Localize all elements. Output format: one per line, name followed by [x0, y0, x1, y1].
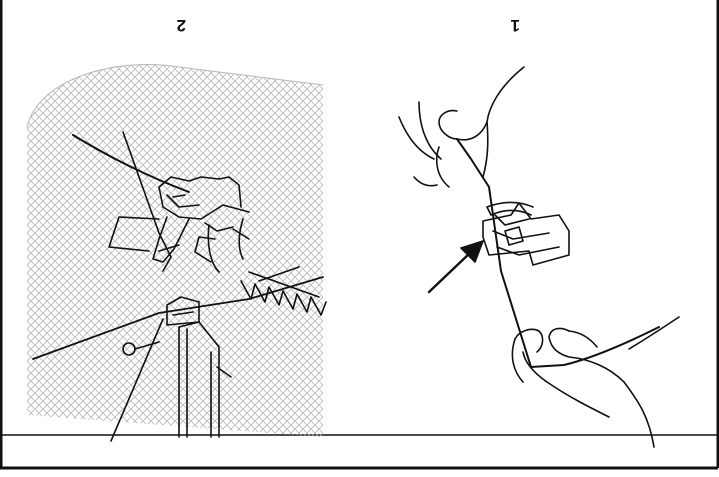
step-number-1: 1 [511, 15, 520, 35]
step-number-2: 2 [177, 15, 186, 35]
panel-2-stitching-on-mesh [23, 57, 326, 441]
panel-1-threading-presser-foot [399, 67, 679, 447]
